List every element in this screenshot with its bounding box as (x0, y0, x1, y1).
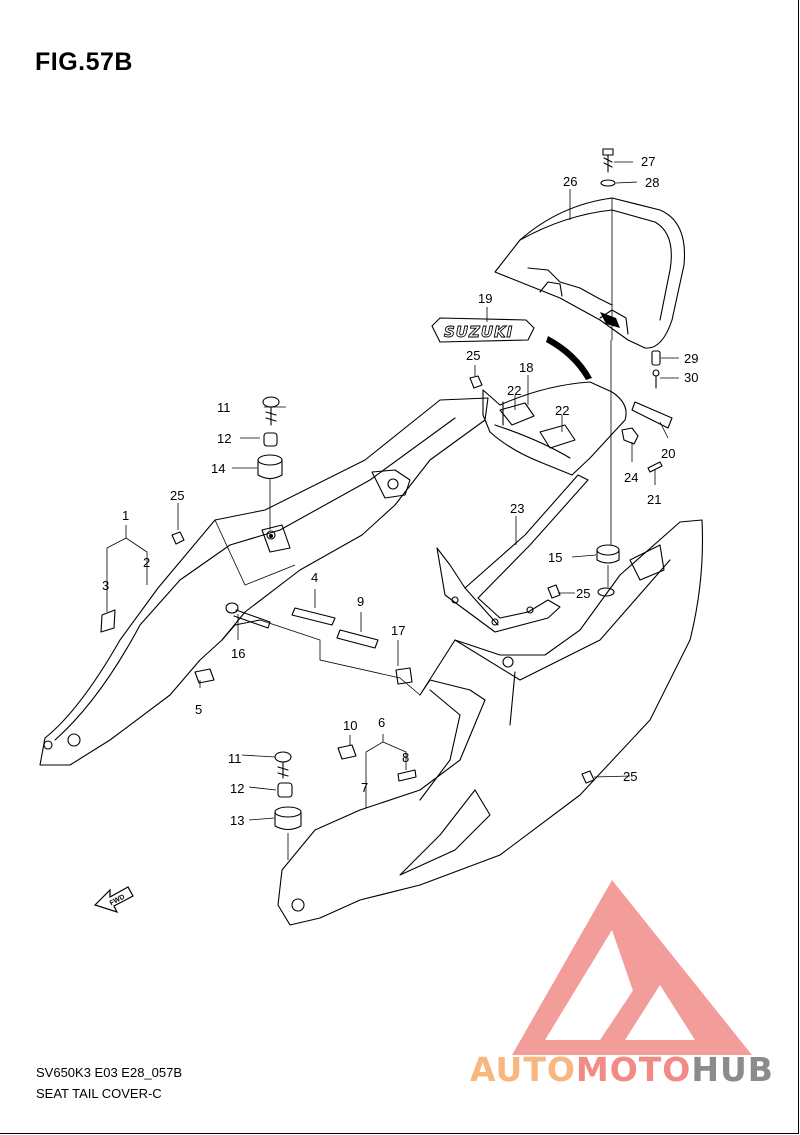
clip-21-part (647, 461, 663, 473)
callout-30: 30 (684, 370, 698, 385)
callout-28: 28 (645, 175, 659, 190)
callout-22b: 22 (555, 403, 569, 418)
callout-12b: 12 (230, 781, 244, 796)
callout-21: 21 (647, 492, 661, 507)
washer-28-part (600, 179, 616, 187)
collar-12-part (263, 432, 278, 447)
callout-5: 5 (195, 702, 202, 717)
model-code: SV650K3 E03 E28_057B (36, 1065, 183, 1080)
sticker-5-part (194, 668, 215, 684)
clip-25d-part (581, 770, 595, 784)
screw-30-part (652, 369, 660, 389)
bolt-27-part (602, 148, 614, 173)
hole-mark (269, 534, 273, 538)
watermark-hub: HUB (691, 1050, 774, 1089)
pad-22b-part (539, 424, 576, 449)
figure-title: FIG.57B (35, 48, 133, 76)
grommet-13-part (274, 806, 302, 831)
clip-25c-part (547, 584, 561, 599)
watermark-auto: AUTO (470, 1050, 576, 1089)
callout-8: 8 (402, 750, 409, 765)
callout-7: 7 (361, 780, 368, 795)
callout-18: 18 (519, 360, 533, 375)
bracket-24-part (621, 427, 639, 445)
clip-25b-part (171, 531, 185, 545)
callout-17: 17 (391, 623, 405, 638)
callout-15: 15 (548, 550, 562, 565)
callout-9: 9 (357, 594, 364, 609)
left-cover-part (39, 397, 489, 766)
callout-4: 4 (311, 570, 318, 585)
sticker-8-part (397, 769, 417, 782)
spacer-29-part (651, 350, 661, 366)
screw-11-part (262, 396, 280, 426)
callout-11a: 11 (217, 400, 231, 415)
callout-11b: 11 (228, 751, 242, 766)
tail-stripe-mark (546, 336, 592, 380)
grab-rail-part (494, 197, 686, 349)
watermark-text: AUTOMOTOHUB (470, 1050, 774, 1089)
callout-16: 16 (231, 646, 245, 661)
strip-20-part (631, 401, 673, 429)
sticker-4-part (291, 607, 336, 626)
clip-25a-part (469, 375, 483, 389)
screw-11b-part (274, 751, 292, 779)
callout-19: 19 (478, 291, 492, 306)
sticker-3-part (100, 609, 116, 633)
watermark-logo-icon (512, 880, 752, 1055)
right-cover-part (277, 519, 704, 926)
callout-6: 6 (378, 715, 385, 730)
callout-25d: 25 (623, 769, 637, 784)
callout-25c: 25 (576, 586, 590, 601)
nut-17-part (395, 667, 413, 685)
callout-25a: 25 (466, 348, 480, 363)
sticker-10-part (337, 744, 357, 760)
leader-lines (106, 161, 679, 860)
callout-3: 3 (102, 578, 109, 593)
sticker-9-part (336, 629, 379, 649)
callout-24: 24 (624, 470, 638, 485)
callout-12a: 12 (217, 431, 231, 446)
callout-2: 2 (143, 555, 150, 570)
fwd-arrow-icon: FWD (93, 886, 134, 914)
assembly-name: SEAT TAIL COVER-C (36, 1086, 162, 1101)
callout-labels: 1 2 3 4 5 6 7 8 9 10 11 11 12 12 13 14 1… (102, 154, 698, 828)
callout-29: 29 (684, 351, 698, 366)
callout-14: 14 (211, 461, 225, 476)
watermark-moto: MOTO (575, 1050, 692, 1089)
callout-27: 27 (641, 154, 655, 169)
emblem-text: SUZUKI (444, 323, 513, 341)
washer-15b-part (597, 587, 615, 597)
emblem-19-part (431, 317, 535, 343)
callout-22a: 22 (507, 383, 521, 398)
bolt-16-part (225, 602, 271, 629)
rail-shading (600, 312, 620, 328)
callout-23: 23 (510, 501, 524, 516)
callout-20: 20 (661, 446, 675, 461)
callout-10: 10 (343, 718, 357, 733)
callout-26: 26 (563, 174, 577, 189)
grommet-15-part (596, 544, 620, 564)
pad-22-part (499, 402, 535, 426)
callout-13: 13 (230, 813, 244, 828)
callout-25b: 25 (170, 488, 184, 503)
callout-1: 1 (122, 508, 129, 523)
collar-12b-part (277, 782, 293, 798)
inner-frame-part (436, 474, 589, 633)
upper-cover-part (482, 381, 627, 476)
grommet-14-part (257, 454, 283, 480)
